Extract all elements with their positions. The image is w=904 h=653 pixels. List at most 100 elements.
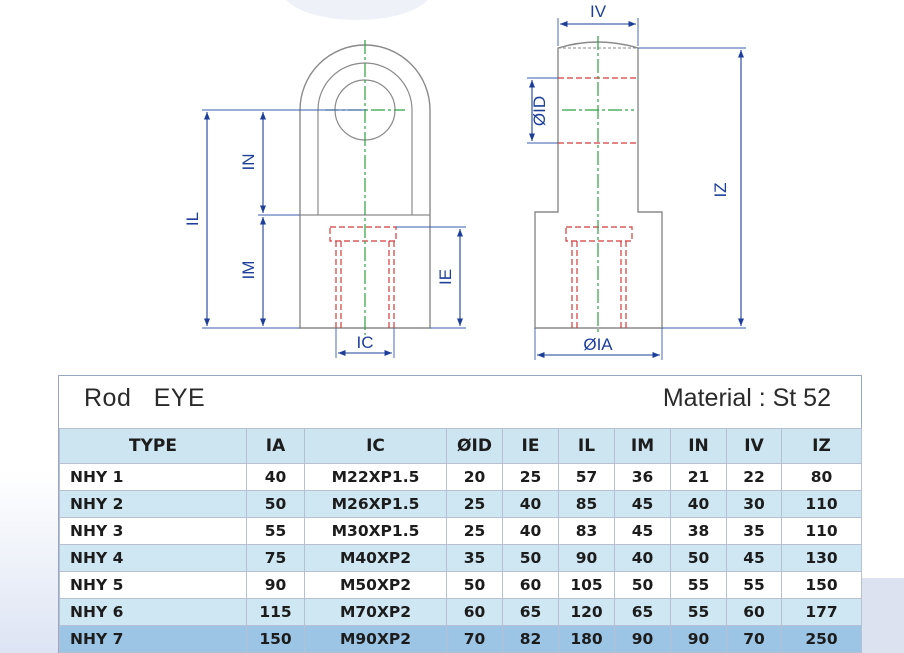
table-cell: 45 [726,544,782,572]
column-header-1: IA [246,428,305,464]
dim-label-OID: ØID [530,96,549,126]
table-cell: 55 [246,517,305,545]
dim-label-IM: IM [239,261,258,280]
table-cell: 90 [246,571,305,599]
table-cell: 40 [246,463,305,491]
dim-label-IC: IC [357,333,374,352]
table-cell: 55 [726,571,782,599]
column-header-6: IM [614,428,671,464]
table-cell: 110 [781,490,862,518]
table-cell: 20 [446,463,503,491]
table-cell: 70 [726,625,782,653]
table-cell: 55 [670,598,727,626]
side-centerlines [562,36,634,335]
table-cell: NHY 2 [59,490,247,518]
table-cell: 40 [502,517,559,545]
table-cell: 35 [726,517,782,545]
column-header-4: IE [502,428,559,464]
table-cell: 25 [502,463,559,491]
dim-label-IL: IL [183,212,202,226]
table-cell: 50 [614,571,671,599]
table-cell: 25 [446,490,503,518]
table-cell: 150 [781,571,862,599]
side-view [534,36,663,335]
table-cell: M30XP1.5 [304,517,447,545]
table-cell: 65 [614,598,671,626]
table-cell: 90 [670,625,727,653]
dim-label-IZ: IZ [711,182,730,197]
column-header-2: IC [304,428,447,464]
column-header-8: IV [726,428,782,464]
table-cell: 110 [781,517,862,545]
table-cell: 180 [558,625,615,653]
table-cell: 90 [614,625,671,653]
table-cell: 50 [446,571,503,599]
table-cell: 50 [246,490,305,518]
table-cell: 45 [614,490,671,518]
table-cell: 57 [558,463,615,491]
column-header-9: IZ [781,428,862,464]
table-cell: M40XP2 [304,544,447,572]
table-cell: M50XP2 [304,571,447,599]
table-cell: 40 [614,544,671,572]
table-cell: 75 [246,544,305,572]
table-cell: 105 [558,571,615,599]
spec-table-header: Rod EYE Material : St 52 [59,376,861,422]
table-cell: NHY 5 [59,571,247,599]
table-cell: 82 [502,625,559,653]
table-cell: 70 [446,625,503,653]
table-cell: 40 [502,490,559,518]
front-hidden-thread [329,226,397,328]
table-cell: 65 [502,598,559,626]
table-cell: 60 [502,571,559,599]
technical-drawing: IV ØID IZ IN IL IM IE IC ØIA [183,2,746,360]
dim-label-IN: IN [239,154,258,171]
table-cell: 22 [726,463,782,491]
table-cell: 115 [246,598,305,626]
table-cell: 38 [670,517,727,545]
dimension-lines [203,20,745,359]
column-header-3: ØID [446,428,503,464]
table-cell: 177 [781,598,862,626]
material-label: Material : St 52 [662,384,831,412]
table-cell: 50 [670,544,727,572]
column-header-7: IN [670,428,727,464]
table-cell: M70XP2 [304,598,447,626]
column-header-5: IL [558,428,615,464]
table-cell: 55 [670,571,727,599]
table-cell: 45 [614,517,671,545]
table-cell: 120 [558,598,615,626]
table-cell: M26XP1.5 [304,490,447,518]
product-title: Rod EYE [84,384,206,412]
table-cell: 60 [726,598,782,626]
table-cell: 21 [670,463,727,491]
table-cell: 30 [726,490,782,518]
table-cell: 50 [502,544,559,572]
table-cell: 150 [246,625,305,653]
table-cell: 60 [446,598,503,626]
table-cell: NHY 3 [59,517,247,545]
table-cell: NHY 7 [59,625,247,653]
table-cell: M90XP2 [304,625,447,653]
dim-label-IV: IV [590,2,607,21]
dim-label-IE: IE [436,269,455,285]
table-cell: 36 [614,463,671,491]
table-cell: 25 [446,517,503,545]
table-cell: 130 [781,544,862,572]
background-shape [282,0,432,20]
front-view [299,40,431,335]
column-header-0: TYPE [59,428,247,464]
extension-lines [202,18,746,360]
table-cell: 90 [558,544,615,572]
table-cell: 250 [781,625,862,653]
table-cell: 35 [446,544,503,572]
